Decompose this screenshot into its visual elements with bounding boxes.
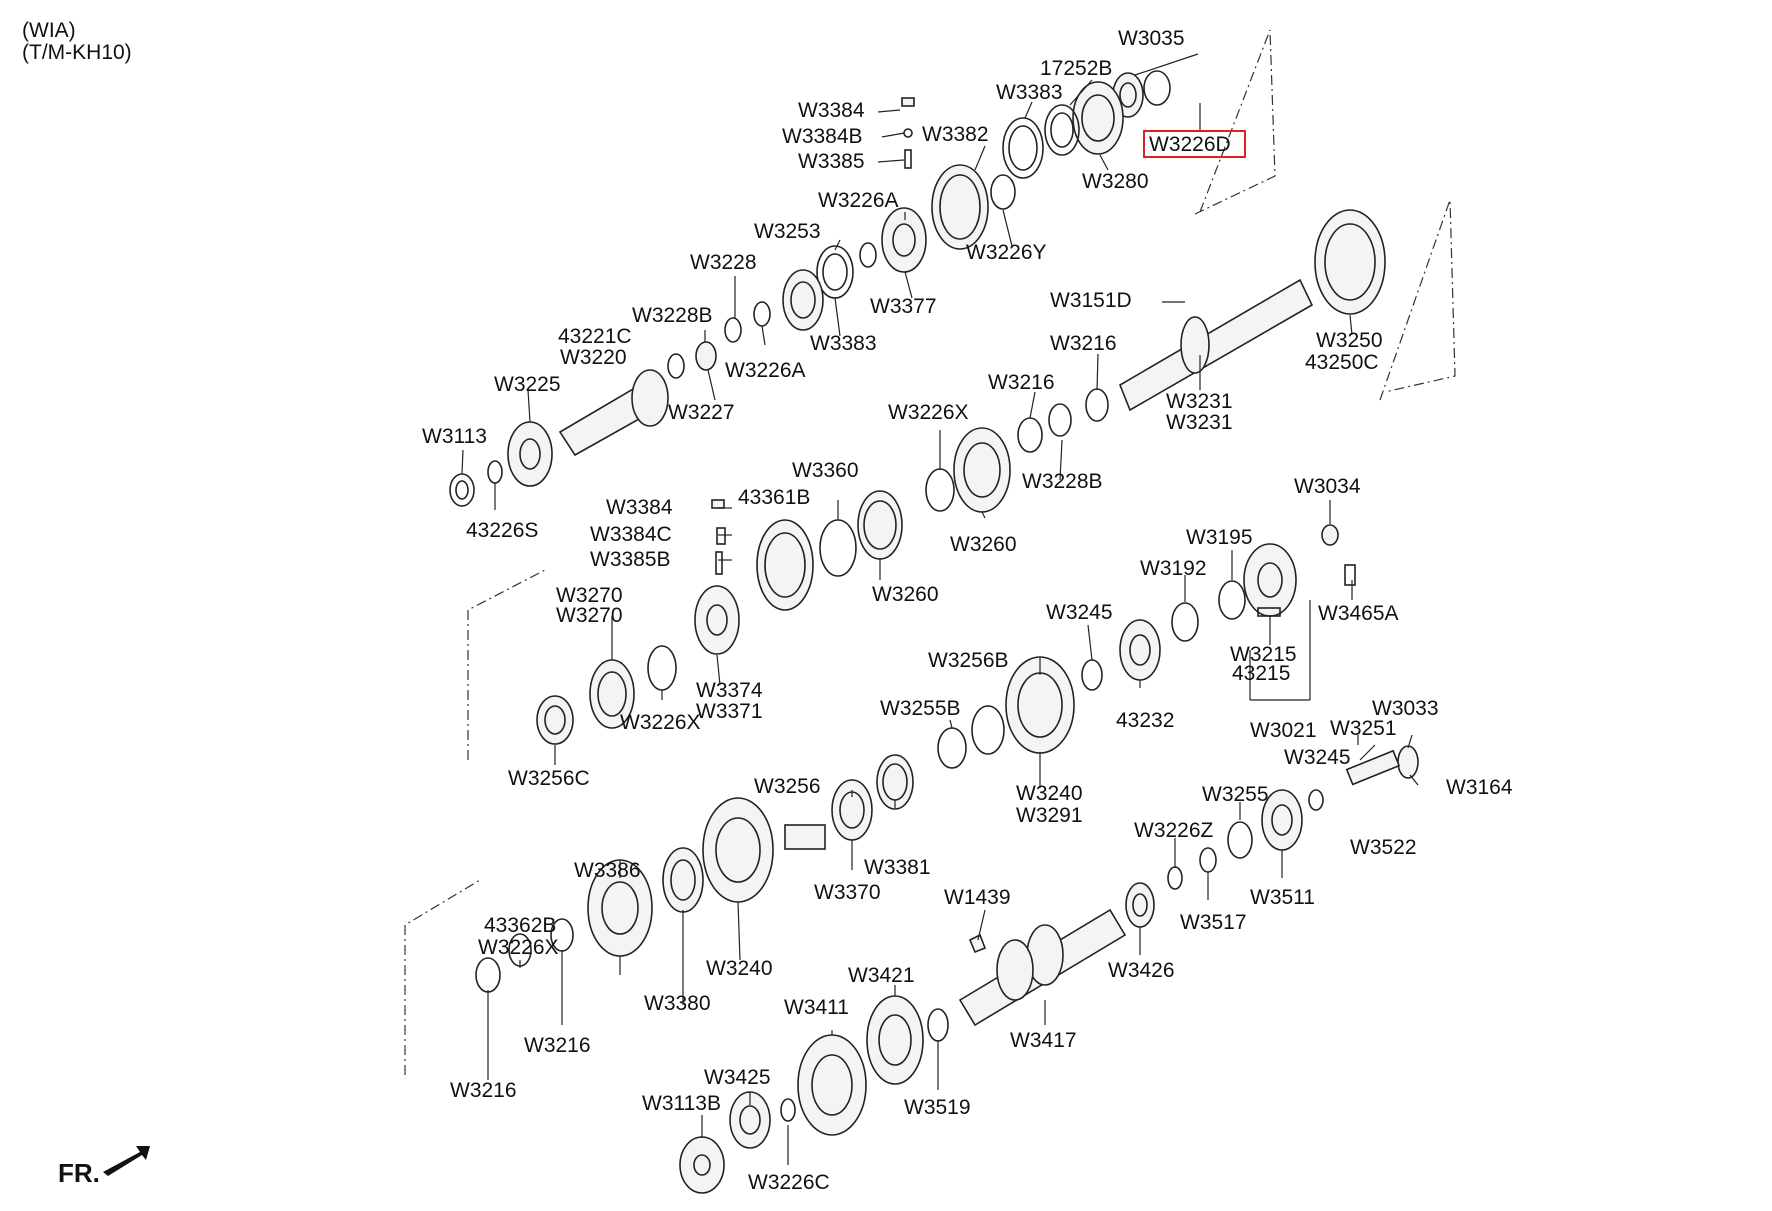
part-label[interactable]: W3151D [1050,289,1132,312]
part-label[interactable]: W3519 [904,1096,971,1119]
frame-lines [404,29,1456,1075]
part-label[interactable]: W3226A [818,189,899,212]
front-arrow-icon [103,1146,150,1176]
part-label[interactable]: W3517 [1180,911,1247,934]
part-label[interactable]: 43362B [484,914,557,937]
part-label[interactable]: W3511 [1250,886,1315,909]
part-label[interactable]: W3033 [1372,697,1439,720]
part-label[interactable]: W3245 [1046,601,1113,624]
counter-shaft-group [679,745,1419,1194]
part-label[interactable]: W3380 [644,992,711,1015]
part-label[interactable]: 43232 [1116,709,1175,732]
part-label[interactable]: W3411 [784,996,849,1019]
leader-lines [461,53,1419,1165]
part-label[interactable]: W3113B [642,1092,721,1115]
part-label[interactable]: W3370 [814,881,881,904]
part-label[interactable]: W3425 [704,1066,771,1089]
part-label[interactable]: 43226S [466,519,539,542]
part-label[interactable]: W3421 [848,964,915,987]
part-label[interactable]: W3384 [606,496,673,519]
part-label[interactable]: 43215 [1232,662,1291,685]
part-label[interactable]: W3216 [450,1079,517,1102]
part-label[interactable]: W3192 [1140,557,1207,580]
part-label[interactable]: W3522 [1350,836,1417,859]
part-label[interactable]: W3215 [1230,643,1297,666]
part-label[interactable]: W3164 [1446,776,1513,799]
part-label[interactable]: W3417 [1010,1029,1077,1052]
part-label[interactable]: W3226X [478,936,559,959]
part-label[interactable]: W3256 [754,775,821,798]
part-label[interactable]: W3374 [696,679,763,702]
part-label[interactable]: W3270 [556,604,623,627]
part-label[interactable]: W3371 [696,700,763,723]
part-label[interactable]: W3383 [996,81,1063,104]
part-label[interactable]: W3021 [1250,719,1317,742]
part-label[interactable]: W3240 [1016,782,1083,805]
part-label[interactable]: W3381 [864,856,931,879]
part-label[interactable]: W3226A [725,359,806,382]
part-label[interactable]: W3034 [1294,475,1361,498]
part-label[interactable]: W3253 [754,220,821,243]
part-label[interactable]: W3377 [870,295,937,318]
part-label[interactable]: W3256B [928,649,1009,672]
part-label[interactable]: W3228 [690,251,757,274]
part-label[interactable]: W3270 [556,584,623,607]
part-label[interactable]: W3227 [668,401,735,424]
part-label[interactable]: W3385 [798,150,865,173]
part-label[interactable]: W3231 [1166,411,1233,434]
part-label[interactable]: W3226X [620,711,701,734]
part-label[interactable]: W3226Y [966,241,1047,264]
part-label[interactable]: 43361B [738,486,811,509]
part-label[interactable]: W3240 [706,957,773,980]
part-label[interactable]: W3226Z [1134,819,1214,842]
part-label[interactable]: W3225 [494,373,561,396]
part-label[interactable]: W3228B [632,304,713,327]
part-label[interactable]: W3195 [1186,526,1253,549]
part-label[interactable]: W3384C [590,523,672,546]
part-label[interactable]: W3360 [792,459,859,482]
upper-gear-group [449,70,1171,507]
part-label[interactable]: W3386 [574,859,641,882]
part-label[interactable]: W3216 [524,1034,591,1057]
part-label[interactable]: W3245 [1284,746,1351,769]
part-label[interactable]: W3383 [810,332,877,355]
part-label[interactable]: W3280 [1082,170,1149,193]
part-label[interactable]: W3250 [1316,329,1383,352]
output-flange-group [475,524,1356,993]
part-label[interactable]: 43250C [1305,351,1379,374]
part-label[interactable]: 43221C [558,325,632,348]
header-line-2: (T/M-KH10) [22,41,132,64]
header-line-1: (WIA) [22,19,76,42]
part-label[interactable]: W3216 [1050,332,1117,355]
part-label[interactable]: W3226X [888,401,969,424]
part-label[interactable]: W3231 [1166,390,1233,413]
part-label[interactable]: W3228B [1022,470,1103,493]
part-label[interactable]: W3226C [748,1171,830,1194]
part-label[interactable]: W3465A [1318,602,1399,625]
part-label[interactable]: W1439 [944,886,1011,909]
part-label[interactable]: W3035 [1118,27,1185,50]
highlight-box [1143,130,1246,158]
part-label[interactable]: W3426 [1108,959,1175,982]
part-label[interactable]: W3220 [560,346,627,369]
part-label[interactable]: W3382 [922,123,989,146]
highlighted-part-label[interactable]: W3226D [1149,133,1231,156]
part-label[interactable]: W3216 [988,371,1055,394]
part-label[interactable]: W3260 [872,583,939,606]
part-label[interactable]: W3291 [1016,804,1083,827]
part-label[interactable]: W3255B [880,697,961,720]
part-label[interactable]: W3255 [1202,783,1269,806]
part-label[interactable]: W3384B [782,125,863,148]
part-label[interactable]: W3384 [798,99,865,122]
part-label[interactable]: W3113 [422,425,487,448]
part-label[interactable]: 17252B [1040,57,1113,80]
part-label[interactable]: W3251 [1330,717,1397,740]
part-label[interactable]: W3260 [950,533,1017,556]
part-label[interactable]: W3385B [590,548,671,571]
front-direction-label: FR. [58,1158,100,1188]
part-label[interactable]: W3256C [508,767,590,790]
